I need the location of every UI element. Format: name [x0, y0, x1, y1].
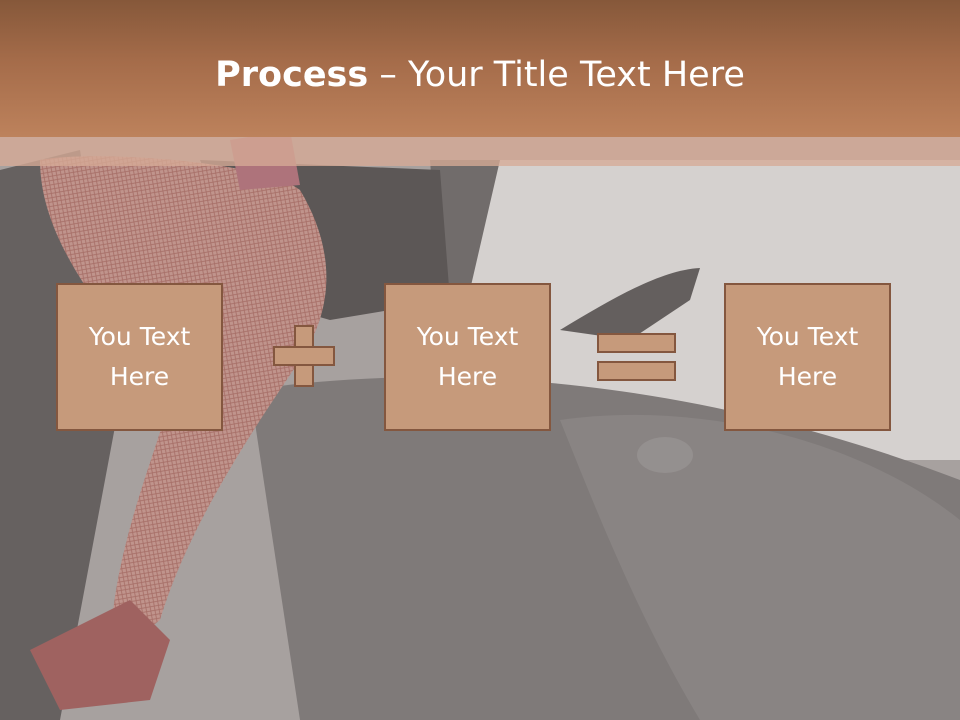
process-box-3[interactable]: You Text Here — [724, 283, 891, 431]
title-strip — [0, 137, 960, 166]
slide-title[interactable]: Process – Your Title Text Here — [0, 53, 960, 97]
title-bar — [0, 0, 960, 137]
process-box-2[interactable]: You Text Here — [384, 283, 551, 431]
title-bold: Process — [215, 55, 369, 95]
title-rest: – Your Title Text Here — [368, 55, 745, 95]
process-box-1[interactable]: You Text Here — [56, 283, 223, 431]
